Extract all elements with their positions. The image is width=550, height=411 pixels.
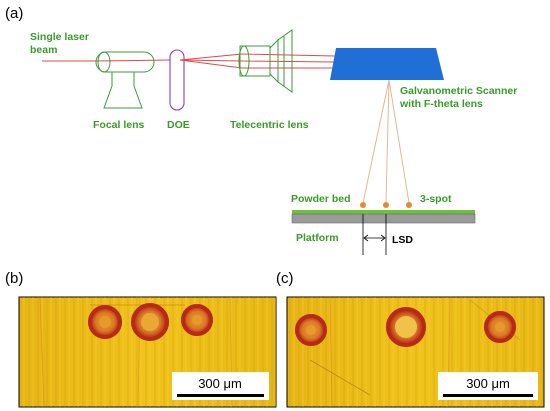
powder-bed-layer (292, 210, 475, 214)
platform-label: Platform (296, 232, 339, 244)
laser-spot-2 (383, 202, 389, 208)
scale-bar-text-c: 300 μm (466, 376, 510, 391)
panel-label-c: (c) (276, 270, 294, 287)
platform-plate (291, 213, 476, 224)
three-spot-label: 3-spot (420, 193, 452, 205)
melt-spot-b2 (131, 303, 169, 341)
diffracted-beams (179, 53, 336, 69)
scale-bar-line-b (177, 394, 264, 397)
laser-beam-through-lens (95, 59, 171, 62)
doe-label: DOE (167, 119, 190, 131)
panel-label-b: (b) (5, 270, 23, 287)
focal-lens-icon (95, 51, 155, 109)
scanned-beams (362, 79, 410, 204)
melt-spot-c3 (484, 311, 516, 343)
scanner-label-line1: Galvanometric Scanner (400, 85, 517, 97)
scale-bar-line-c (443, 394, 533, 397)
powder-bed-label: Powder bed (291, 193, 351, 205)
panel-label-a: (a) (5, 5, 23, 22)
lsd-label: LSD (392, 234, 413, 246)
telecentric-lens-label: Telecentric lens (230, 119, 309, 131)
laser-spot-3 (406, 202, 412, 208)
scanner-icon (330, 48, 444, 80)
melt-spot-b1 (88, 305, 122, 339)
laser-label-line2: beam (30, 44, 57, 56)
doe-icon (169, 49, 185, 111)
melt-spot-b3 (181, 304, 213, 336)
scanner-label-line2: with F-theta lens (399, 98, 483, 110)
laser-label-line1: Single laser (30, 31, 89, 43)
melt-spot-c1 (295, 314, 327, 346)
laser-spot-1 (360, 202, 366, 208)
focal-lens-label: Focal lens (93, 119, 145, 131)
lsd-dimension (362, 214, 387, 255)
scale-bar-text-b: 300 μm (198, 376, 242, 391)
telecentric-lens-icon (238, 29, 293, 93)
melt-spot-c2 (386, 307, 426, 347)
